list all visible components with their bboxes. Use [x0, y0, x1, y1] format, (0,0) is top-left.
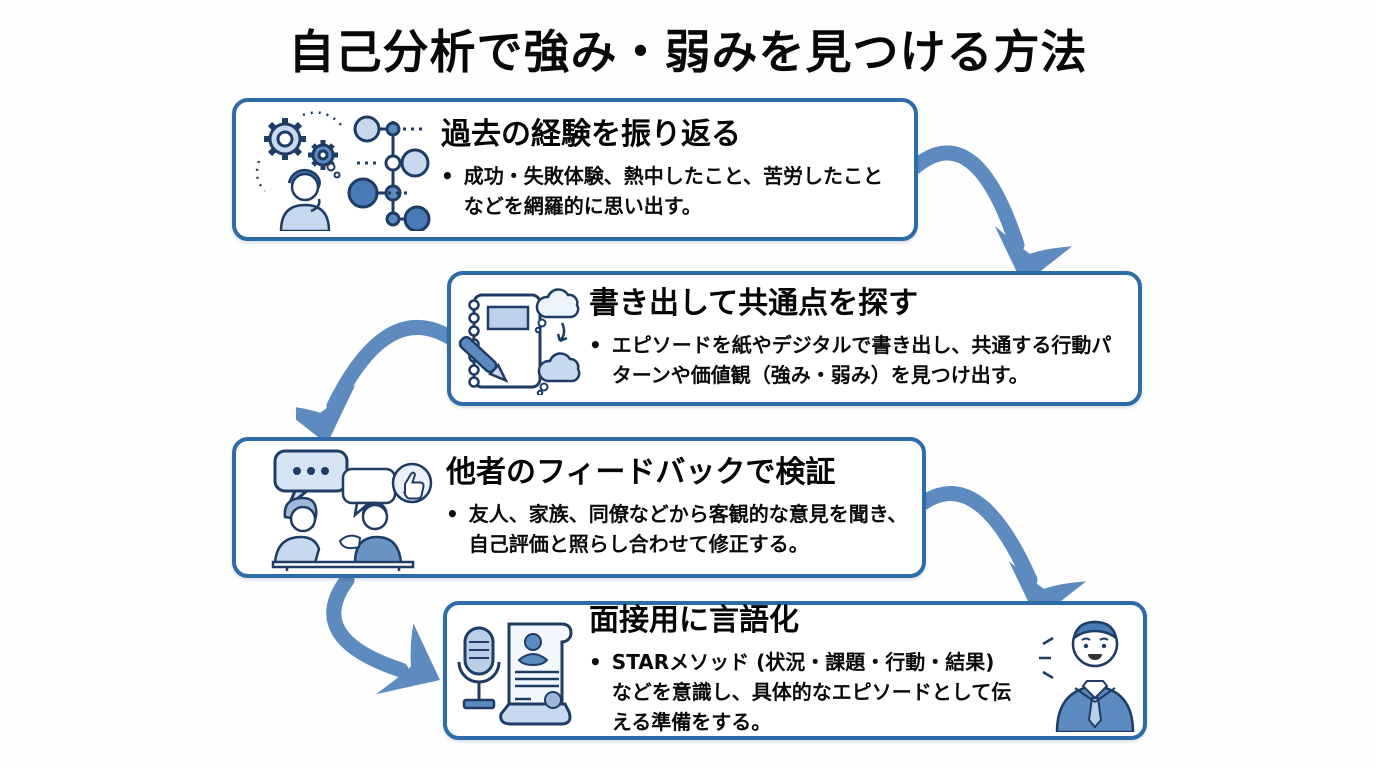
step-1-heading: 過去の経験を振り返る: [441, 117, 741, 153]
arrow-step3-to-step4-left: [326, 576, 440, 695]
step-2-heading: 書き出して共通点を探す: [589, 286, 919, 322]
step-4-heading: 面接用に言語化: [589, 603, 799, 639]
conversation-thumbs-up-icon: [236, 445, 446, 571]
arrow-step2-to-step3: [296, 319, 462, 444]
arrow-step3-to-step4-right: [912, 486, 1087, 620]
businessman-speaking-icon: [1031, 610, 1143, 732]
step-box-2: 書き出して共通点を探す • エピソードを紙やデジタルで書き出し、共通する行動パタ…: [447, 271, 1142, 406]
page-title: 自己分析で強み・弱みを見つける方法: [288, 25, 1088, 79]
arrow-step1-to-step2: [907, 145, 1073, 285]
step-3-heading: 他者のフィードバックで検証: [446, 455, 836, 491]
step-box-3: 他者のフィードバックで検証 • 友人、家族、同僚などから客観的な意見を聞き、自己…: [232, 437, 926, 578]
step-4-bullet: • STARメソッド (状況・課題・行動・結果) などを意識し、具体的なエピソー…: [589, 649, 1012, 734]
notebook-pen-thought-clouds-icon: [451, 283, 589, 395]
step-2-bullet: • エピソードを紙やデジタルで書き出し、共通する行動パターンや価値観（強み・弱み…: [589, 332, 1112, 387]
step-1-bullet: • 成功・失敗体験、熱中したこと、苦労したことなどを網羅的に思い出す。: [441, 163, 883, 218]
microphone-resume-icon: [447, 614, 589, 728]
step-box-1: 過去の経験を振り返る • 成功・失敗体験、熱中したこと、苦労したことなどを網羅的…: [232, 98, 918, 241]
thinking-person-gears-timeline-icon: [236, 109, 441, 231]
step-3-bullet: • 友人、家族、同僚などから客観的な意見を聞き、自己評価と照らし合わせて修正する…: [446, 501, 908, 556]
step-box-4: 面接用に言語化 • STARメソッド (状況・課題・行動・結果) などを意識し、…: [443, 601, 1147, 740]
